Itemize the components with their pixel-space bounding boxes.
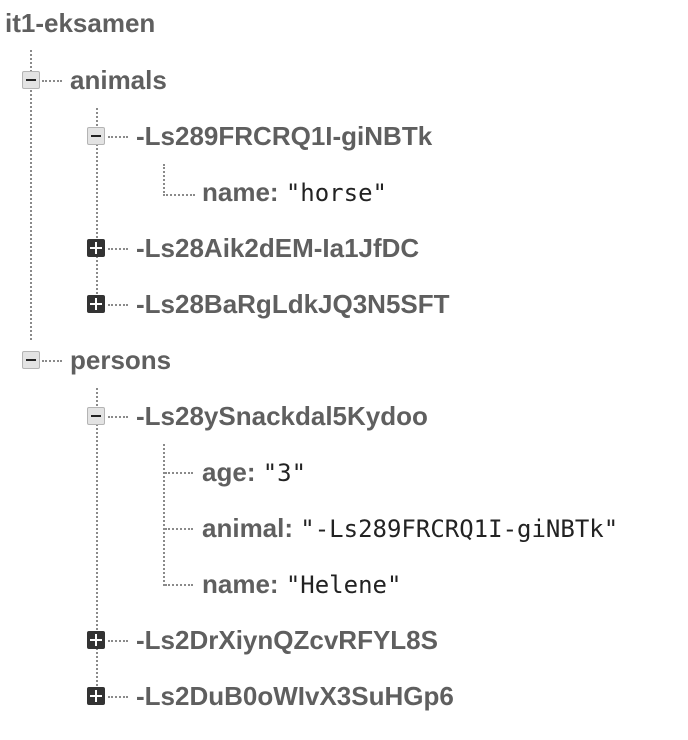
tree-guide-line bbox=[96, 388, 98, 694]
tree-leaf-field: animal: "-Ls289FRCRQ1I-giNBTk" bbox=[0, 512, 688, 544]
node-key[interactable]: -Ls2DuB0oWIvX3SuHGp6 bbox=[136, 681, 454, 711]
node-key[interactable]: -Ls28ySnackdal5Kydoo bbox=[136, 401, 428, 431]
node-key[interactable]: -Ls28Aik2dEM-Ia1JfDC bbox=[136, 233, 420, 263]
field-value[interactable]: "Helene" bbox=[285, 571, 402, 599]
tree-leaf-field: name: "Helene" bbox=[0, 568, 688, 600]
expand-icon[interactable] bbox=[87, 239, 105, 257]
field-separator: : bbox=[269, 569, 279, 599]
node-key[interactable]: -Ls2DrXiynQZcvRFYL8S bbox=[136, 625, 438, 655]
node-key[interactable]: -Ls28BaRgLdkJQ3N5SFT bbox=[136, 289, 450, 319]
collapse-icon[interactable] bbox=[22, 351, 40, 369]
tree-node-child: -Ls28Aik2dEM-Ia1JfDC bbox=[0, 232, 688, 264]
tree-leaf-field: age: "3" bbox=[0, 456, 688, 488]
field-value[interactable]: "3" bbox=[262, 459, 307, 487]
tree-node-child: -Ls28BaRgLdkJQ3N5SFT bbox=[0, 288, 688, 320]
expand-icon[interactable] bbox=[87, 687, 105, 705]
field-name[interactable]: age bbox=[202, 457, 247, 487]
node-key-persons[interactable]: persons bbox=[70, 345, 172, 375]
field-separator: : bbox=[269, 177, 279, 207]
tree-node-persons: persons bbox=[0, 344, 688, 376]
expand-icon[interactable] bbox=[87, 295, 105, 313]
node-key[interactable]: -Ls289FRCRQ1I-giNBTk bbox=[136, 121, 433, 151]
field-value[interactable]: "horse" bbox=[285, 179, 387, 207]
tree-node-child: -Ls28ySnackdal5Kydoo bbox=[0, 400, 688, 432]
root-node-label[interactable]: it1-eksamen bbox=[5, 8, 156, 38]
node-key-animals[interactable]: animals bbox=[70, 65, 167, 95]
collapse-icon[interactable] bbox=[87, 407, 105, 425]
tree-node-child: -Ls2DrXiynQZcvRFYL8S bbox=[0, 624, 688, 656]
field-name[interactable]: name bbox=[202, 177, 270, 207]
collapse-icon[interactable] bbox=[22, 71, 40, 89]
tree-leaf-field: name: "horse" bbox=[0, 176, 688, 208]
field-name[interactable]: name bbox=[202, 569, 270, 599]
expand-icon[interactable] bbox=[87, 631, 105, 649]
tree-node-animals: animals bbox=[0, 64, 688, 96]
tree-guide-line bbox=[96, 108, 98, 298]
tree-node-child: -Ls2DuB0oWIvX3SuHGp6 bbox=[0, 680, 688, 712]
field-value[interactable]: "-Ls289FRCRQ1I-giNBTk" bbox=[300, 515, 619, 543]
field-separator: : bbox=[246, 457, 256, 487]
tree-node-child: -Ls289FRCRQ1I-giNBTk bbox=[0, 120, 688, 152]
field-separator: : bbox=[284, 513, 294, 543]
field-name[interactable]: animal bbox=[202, 513, 285, 543]
tree-guide-line bbox=[30, 50, 32, 340]
collapse-icon[interactable] bbox=[87, 127, 105, 145]
